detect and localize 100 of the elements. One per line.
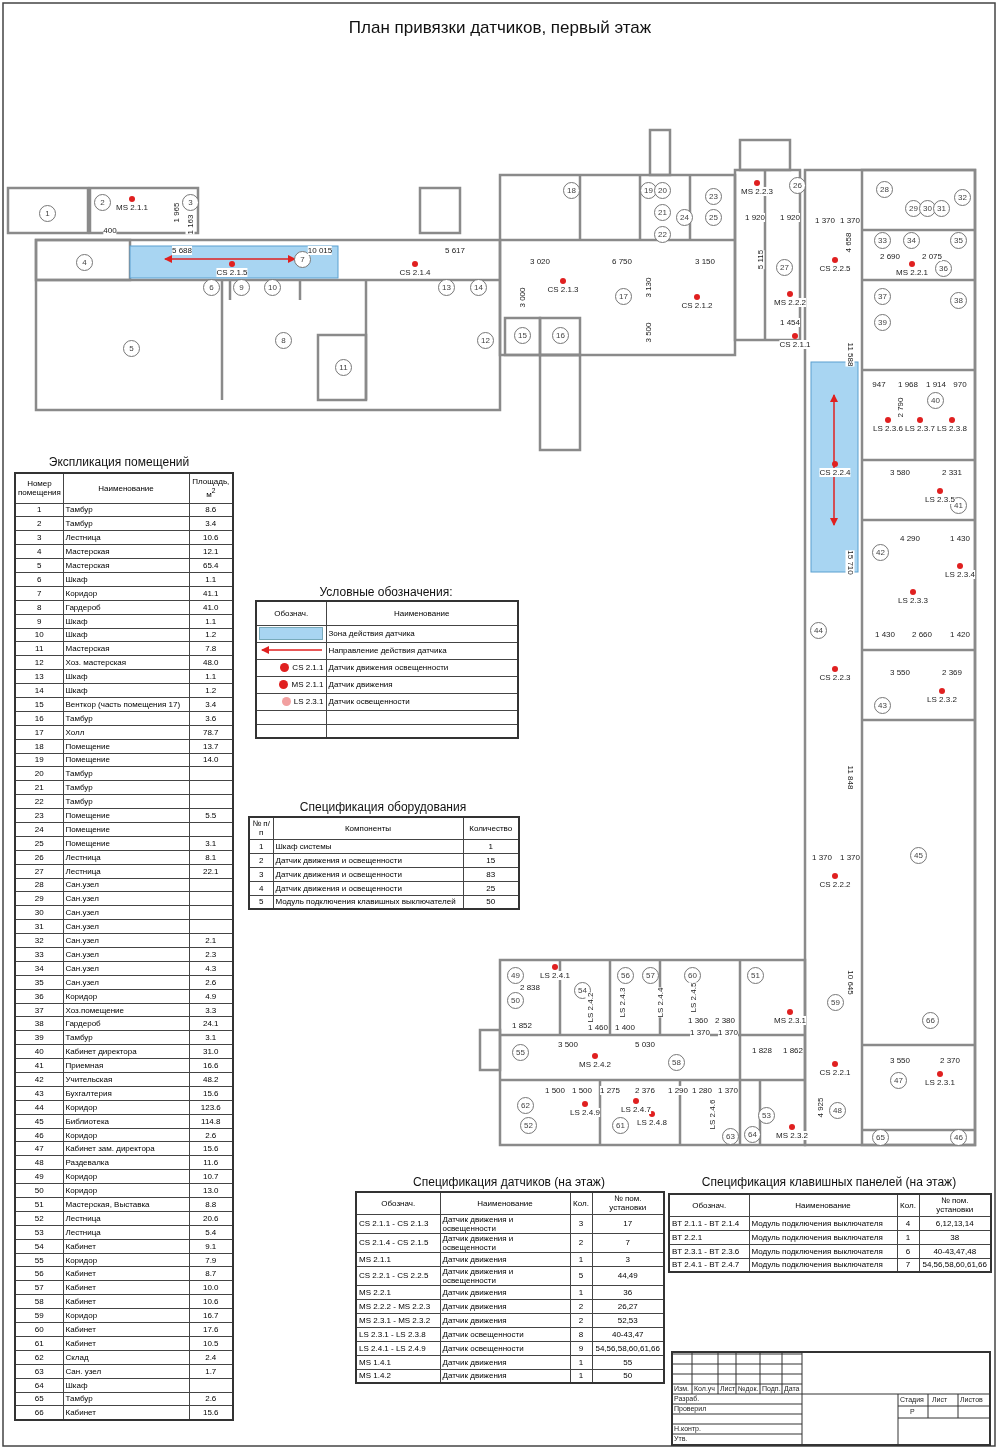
table-cell: Кабинет — [65, 1325, 96, 1334]
table-cell: 78.7 — [202, 727, 219, 737]
table-cell: LS 2.4.1 - LS 2.4.9 — [359, 1343, 426, 1353]
table-title: Спецификация оборудования — [298, 800, 468, 814]
table-cell: 4 — [905, 1218, 911, 1228]
room-number: 53 — [758, 1107, 775, 1124]
table-cell: 9 — [37, 616, 42, 626]
table-cell: 54,56,58,60,61,66 — [595, 1343, 660, 1353]
table-cell: 45 — [34, 1116, 44, 1126]
table-cell: Гардероб — [65, 602, 101, 612]
dimension-value: 3 550 — [890, 1056, 910, 1065]
room-number: 18 — [563, 182, 580, 199]
table-cell: 58 — [34, 1297, 44, 1307]
table-cell: 37 — [34, 1005, 44, 1015]
room-number: 47 — [890, 1072, 907, 1089]
room-number: 63 — [722, 1128, 739, 1145]
table-cell: Тамбур — [65, 713, 93, 723]
table-cell: 3.3 — [205, 1005, 217, 1015]
table-cell: 2 — [578, 1301, 584, 1311]
sensor-label: LS 2.4.3 — [617, 987, 627, 1018]
dimension-value: 4 658 — [843, 232, 853, 253]
dimension-value: 4 290 — [900, 534, 920, 543]
table-cell: MS 1.4.1 — [359, 1357, 391, 1367]
table-cell: 7.8 — [205, 644, 217, 654]
column-header: Обознач. — [274, 608, 309, 618]
table-cell: 46 — [34, 1130, 44, 1140]
table-cell: BT 2.2.1 — [672, 1232, 703, 1242]
dimension-value: 1 360 — [688, 1016, 708, 1025]
table-cell: 34 — [34, 963, 44, 973]
dimension-value: 3 500 — [643, 322, 653, 343]
table-cell: 31 — [34, 922, 44, 932]
room-number: 22 — [654, 226, 671, 243]
column-header: Наименование — [795, 1200, 851, 1210]
table-cell: 39 — [34, 1033, 44, 1043]
room-number: 51 — [747, 967, 764, 984]
dimension-value: 1 370 — [815, 216, 835, 225]
table-cell: 9.1 — [205, 1241, 217, 1251]
room-number: 40 — [927, 392, 944, 409]
table-cell: Тамбур — [65, 797, 93, 807]
table-cell: 20.6 — [202, 1213, 219, 1223]
table-cell: 42 — [34, 1074, 44, 1084]
table-cell: Датчик движения — [442, 1254, 507, 1264]
table-cell: 15 — [486, 855, 496, 865]
table-cell: Помещение — [65, 755, 110, 765]
table-cell: Кабинет — [65, 1241, 96, 1251]
sensor-label: LS 2.3.5 — [925, 495, 955, 504]
room-number: 48 — [829, 1102, 846, 1119]
table-cell: 28 — [34, 880, 44, 890]
table-cell: Шкаф — [65, 630, 88, 640]
table-cell: Датчик движения — [442, 1371, 507, 1381]
table-cell: Коридор — [65, 991, 98, 1001]
table-cell: 2.3 — [205, 949, 217, 959]
table-cell: Кабинет — [65, 1408, 96, 1418]
table-cell: 24.1 — [202, 1019, 219, 1029]
room-number: 27 — [776, 259, 793, 276]
sensor-label: LS 2.4.7 — [621, 1105, 651, 1114]
dimension-value: 2 790 — [895, 397, 905, 418]
table-cell: 23 — [34, 811, 44, 821]
sensor-label: LS 2.3.2 — [927, 695, 957, 704]
sensor-label: LS 2.4.5 — [688, 982, 698, 1013]
table-cell: 53 — [34, 1227, 44, 1237]
table-cell: 12 — [34, 658, 44, 668]
table-cell: Коридор — [65, 1102, 98, 1112]
table-cell: 1.2 — [205, 630, 217, 640]
table-cell: 8.1 — [205, 852, 217, 862]
table-cell: 2.4 — [205, 1352, 217, 1362]
table-cell: LS 2.3.1 - LS 2.3.8 — [359, 1329, 426, 1339]
dimension-value: 1 500 — [545, 1086, 565, 1095]
table-cell: 2.6 — [205, 977, 217, 987]
table-cell: Датчик движения и освещенности — [275, 855, 402, 865]
room-number: 5 — [123, 340, 140, 357]
dimension-value: 6 750 — [612, 257, 632, 266]
table-cell: Помещение — [65, 741, 110, 751]
sensor-label: LS 2.3.8 — [937, 424, 967, 433]
table-cell: 4.9 — [205, 991, 217, 1001]
table-cell: Датчик движения и освещенности — [275, 883, 402, 893]
table-cell: Шкаф — [65, 1380, 88, 1390]
table-cell: Модуль подключения клавишных выключателей — [275, 897, 456, 907]
table-cell: 56 — [34, 1269, 44, 1279]
table-cell: 1 — [578, 1371, 584, 1381]
table-cell: 48.2 — [202, 1074, 219, 1084]
dimension-value: 3 150 — [695, 257, 715, 266]
sensor-label: MS 2.2.1 — [896, 268, 928, 277]
table-cell: 44,49 — [617, 1271, 638, 1280]
dimension-value: 2 370 — [940, 1056, 960, 1065]
dimension-value: 1 370 — [718, 1028, 738, 1037]
table-cell: Модуль подключения выключателя — [751, 1260, 883, 1270]
table-cell: Тамбур — [65, 783, 93, 793]
table-cell: 4.3 — [205, 963, 217, 973]
dimension-value: 1 370 — [840, 853, 860, 862]
table-cell: 3.4 — [205, 699, 217, 709]
table-cell: Кабинет — [65, 1269, 96, 1279]
table-cell: 2.1 — [205, 936, 217, 946]
dimension-value: 15 710 — [845, 550, 855, 575]
sensor-label: LS 2.3.7 — [905, 424, 935, 433]
dimension-value: 1 460 — [588, 1023, 608, 1032]
table-cell: MS 2.1.1 — [359, 1254, 391, 1264]
column-header: Компоненты — [344, 823, 392, 833]
table-cell: Сан.узел — [65, 922, 99, 932]
table-cell: 32 — [34, 936, 44, 946]
